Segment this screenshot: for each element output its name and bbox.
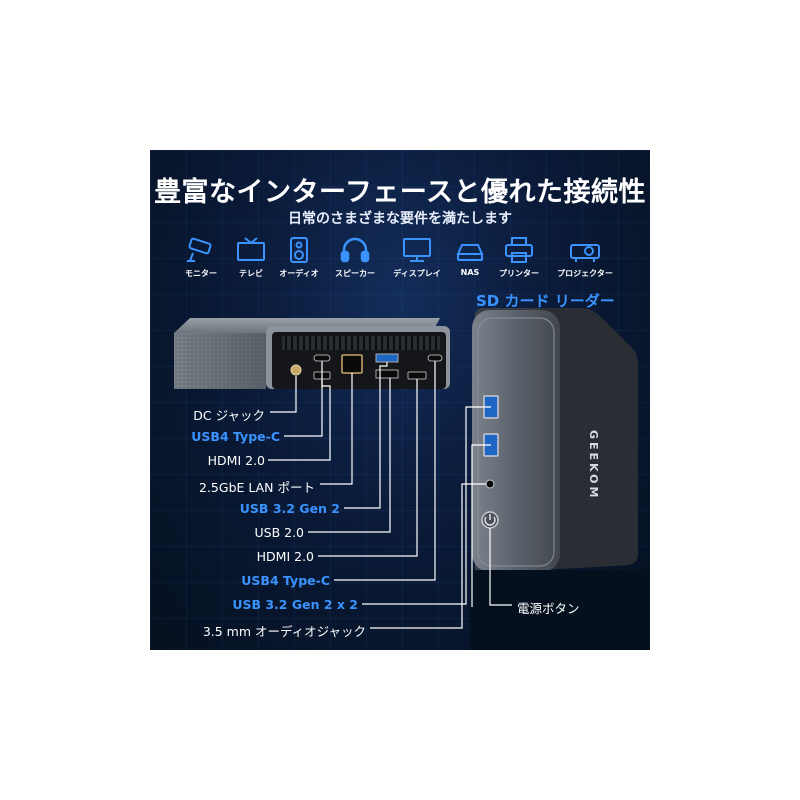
brand-logo: GEEKOM [587, 430, 600, 500]
device-label-monitor: モニター [185, 269, 217, 278]
mini-pc-front: GEEKOM [472, 308, 638, 572]
port-label-usb4-rear: USB4 Type-C [191, 429, 280, 444]
product-infographic: 豊富なインターフェースと優れた接続性 日常のさまざまな要件を満たします モニター… [150, 150, 650, 650]
device-label-tv: テレビ [239, 269, 263, 278]
headphones-icon [340, 237, 370, 263]
device-label-nas: NAS [460, 268, 480, 277]
port-label-usb4-front: USB4 Type-C [241, 573, 330, 588]
port-label-audio-jack: 3.5 mm オーディオジャック [202, 624, 366, 639]
projector-icon [570, 244, 600, 262]
subheadline: 日常のさまざまな要件を満たします [288, 211, 512, 227]
nas-icon [456, 244, 484, 261]
device-label-speaker: スピーカー [335, 269, 375, 278]
mini-pc-rear [174, 318, 450, 389]
tv-icon [237, 237, 265, 261]
port-label-usb32-gen2: USB 3.2 Gen 2 [239, 501, 340, 516]
printer-icon [505, 237, 533, 263]
port-label-dc-jack: DC ジャック [193, 408, 265, 423]
power-button-label: 電源ボタン [517, 601, 580, 616]
device-label-display: ディスプレイ [393, 269, 441, 278]
device-label-projector: プロジェクター [557, 269, 613, 278]
headline: 豊富なインターフェースと優れた接続性 [153, 177, 647, 208]
port-label-usb32-gen2x2: USB 3.2 Gen 2 x 2 [232, 597, 358, 612]
monitor-camera-icon [187, 237, 212, 262]
product-illustration: GEEKOM [174, 308, 650, 650]
speaker-icon [290, 237, 308, 263]
device-label-printer: プリンター [499, 269, 539, 278]
port-label-hdmi-1: HDMI 2.0 [207, 453, 265, 468]
port-label-hdmi-2: HDMI 2.0 [256, 549, 314, 564]
leader-lines [268, 361, 512, 629]
display-icon [403, 238, 431, 262]
port-label-usb20: USB 2.0 [254, 525, 304, 540]
port-label-lan: 2.5GbE LAN ポート [199, 480, 315, 495]
sd-card-reader-label: SD カード リーダー [476, 292, 615, 310]
device-label-audio: オーディオ [279, 269, 319, 278]
